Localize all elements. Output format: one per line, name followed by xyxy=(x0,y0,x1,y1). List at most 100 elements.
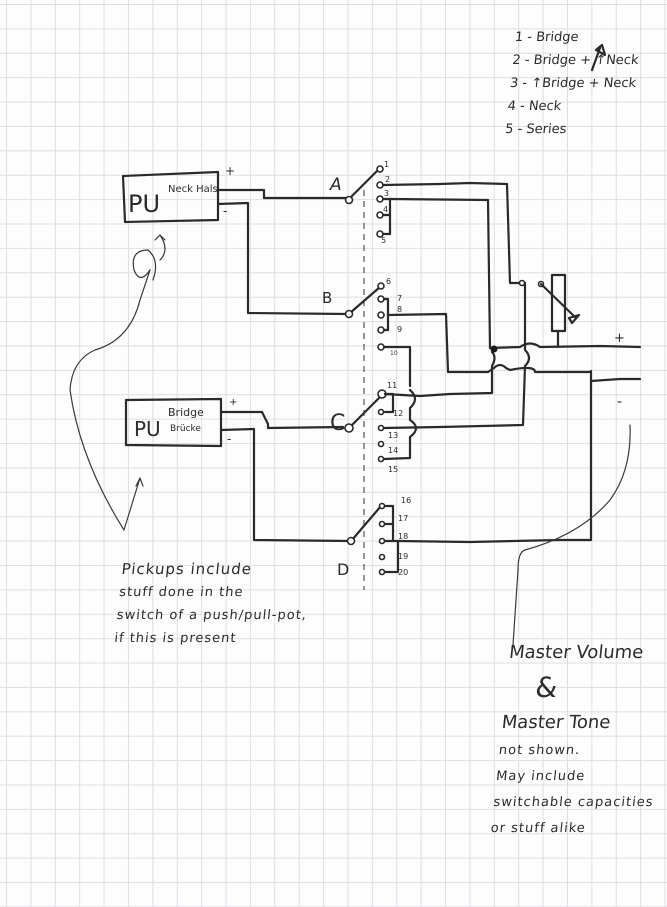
wire-terminal-8 xyxy=(386,312,490,374)
bridge-plus-wire xyxy=(219,410,345,430)
svg-text:17: 17 xyxy=(398,514,408,523)
neck-plus-sign: + xyxy=(225,164,235,178)
terminal-15 xyxy=(377,455,385,463)
terminal-17 xyxy=(378,520,386,528)
arrow-to-bridge-pickup xyxy=(123,477,144,531)
terminal-8 xyxy=(377,311,385,319)
svg-text:3: 3 xyxy=(384,189,389,198)
svg-text:1: 1 xyxy=(384,160,389,169)
may-include-text: May include xyxy=(495,769,587,784)
wire-terminal-2-to-pot xyxy=(381,181,522,285)
svg-text:11: 11 xyxy=(387,381,397,390)
terminal-18 xyxy=(378,537,386,545)
bridge-pickup-label: PU xyxy=(134,417,161,441)
pot-body xyxy=(550,273,567,333)
pickup-note: Pickups include stuff done in the switch… xyxy=(113,558,313,650)
pickup-note-line: stuff done in the xyxy=(118,585,245,600)
svg-text:2: 2 xyxy=(385,175,390,184)
wire-terminal-13-to-pot xyxy=(382,281,531,430)
neck-minus-sign: - xyxy=(223,204,227,218)
pot-wiper xyxy=(539,282,578,320)
switch-pole-c: C xyxy=(330,389,395,463)
pole-b-label: B xyxy=(322,289,332,307)
master-volume-text: Master Volume xyxy=(508,642,645,663)
pole-d-label: D xyxy=(337,560,349,579)
svg-text:16: 16 xyxy=(401,496,411,505)
output-ground-rail xyxy=(589,377,642,383)
pickup-note-line: switch of a push/pull-pot, xyxy=(116,608,308,623)
pole-a-label: A xyxy=(329,175,342,195)
svg-text:8: 8 xyxy=(397,305,402,314)
pot-wiper-arrow xyxy=(567,313,581,325)
terminal-16 xyxy=(378,502,386,510)
pole-a-wiper xyxy=(347,167,381,201)
output-plus-label: + xyxy=(614,331,625,346)
wire-terminal-3-to-node xyxy=(388,197,492,350)
bridge-pickup-box xyxy=(124,397,223,448)
neck-pickup-label: PU xyxy=(128,190,160,218)
ampersand-text: & xyxy=(533,671,560,704)
potentiometer xyxy=(518,273,581,349)
neck-plus-wire xyxy=(216,188,348,200)
terminal-12 xyxy=(377,408,385,416)
switch-pole-a: A xyxy=(329,165,392,238)
svg-text:6: 6 xyxy=(386,277,391,286)
neck-minus-wire xyxy=(216,201,349,316)
neck-pickup-sublabel: Neck Hals xyxy=(168,184,218,195)
arrow-to-neck-pickup xyxy=(154,234,166,261)
wire-terminal-10-15 xyxy=(382,345,418,461)
pole-b-wiper xyxy=(348,285,382,315)
terminal-1 xyxy=(376,165,384,173)
legend-item: 5 - Series xyxy=(504,122,568,137)
pole-c-label: C xyxy=(330,411,345,436)
pickup-note-line: if this is present xyxy=(113,631,238,646)
pole-b-common xyxy=(344,309,354,319)
bridge-pickup-sublabel-bottom: Brücke xyxy=(170,424,201,434)
bridge-pickup-sublabel-top: Bridge xyxy=(168,406,204,419)
terminal-13 xyxy=(377,424,385,432)
svg-text:19: 19 xyxy=(398,552,408,561)
neck-pickup: PU Neck Hals + - xyxy=(121,164,235,224)
pickup-note-line: Pickups include xyxy=(120,560,253,578)
output-link-rail xyxy=(486,363,593,374)
terminal-14 xyxy=(377,440,385,448)
wire-terminal-11-to-node xyxy=(383,350,496,398)
pot-lug-1 xyxy=(518,279,526,287)
bridge-minus-sign: - xyxy=(227,432,231,446)
legend-item: 3 - ↑Bridge + Neck xyxy=(509,76,637,91)
pole-a-common xyxy=(344,195,354,205)
output-minus-label: - xyxy=(617,394,622,410)
svg-text:18: 18 xyxy=(398,532,408,541)
svg-text:13: 13 xyxy=(388,431,398,440)
svg-text:7: 7 xyxy=(397,294,402,303)
pole-c-wiper xyxy=(348,393,384,429)
pole-c-jumper xyxy=(383,392,395,414)
svg-text:4: 4 xyxy=(383,205,388,214)
not-shown-text: not shown. xyxy=(498,743,582,758)
svg-text:15: 15 xyxy=(388,465,398,474)
svg-text:9: 9 xyxy=(397,325,402,334)
legend-item: 1 - Bridge xyxy=(514,30,580,45)
terminal-numbers: 1 2 3 4 5 6 7 8 9 10 11 12 13 14 15 16 1… xyxy=(381,160,411,577)
switchable-capacities-text: switchable capacities xyxy=(492,795,655,810)
stuff-alike-text: or stuff alike xyxy=(489,821,587,836)
svg-text:20: 20 xyxy=(398,568,408,577)
switch-pole-b: B xyxy=(322,282,390,351)
pole-a-bridge-jumper xyxy=(381,197,392,236)
svg-text:10: 10 xyxy=(390,350,398,357)
pole-d-jumpers xyxy=(383,504,400,574)
bridge-pickup: PU Bridge Brücke + - xyxy=(124,397,237,448)
wire-terminal-18-to-ground xyxy=(396,369,593,544)
pole-d-wiper xyxy=(350,504,383,542)
neck-pickup-box xyxy=(121,170,220,224)
output-hot-rail xyxy=(488,342,642,350)
pole-c-common xyxy=(344,423,354,433)
bridge-minus-wire xyxy=(219,427,352,543)
annotation-curve-left xyxy=(69,269,151,531)
switch-pole-d: D xyxy=(337,502,400,579)
svg-text:5: 5 xyxy=(381,236,386,245)
legend-item: 2 - Bridge + ↑Neck xyxy=(511,53,640,68)
svg-text:14: 14 xyxy=(388,446,398,455)
